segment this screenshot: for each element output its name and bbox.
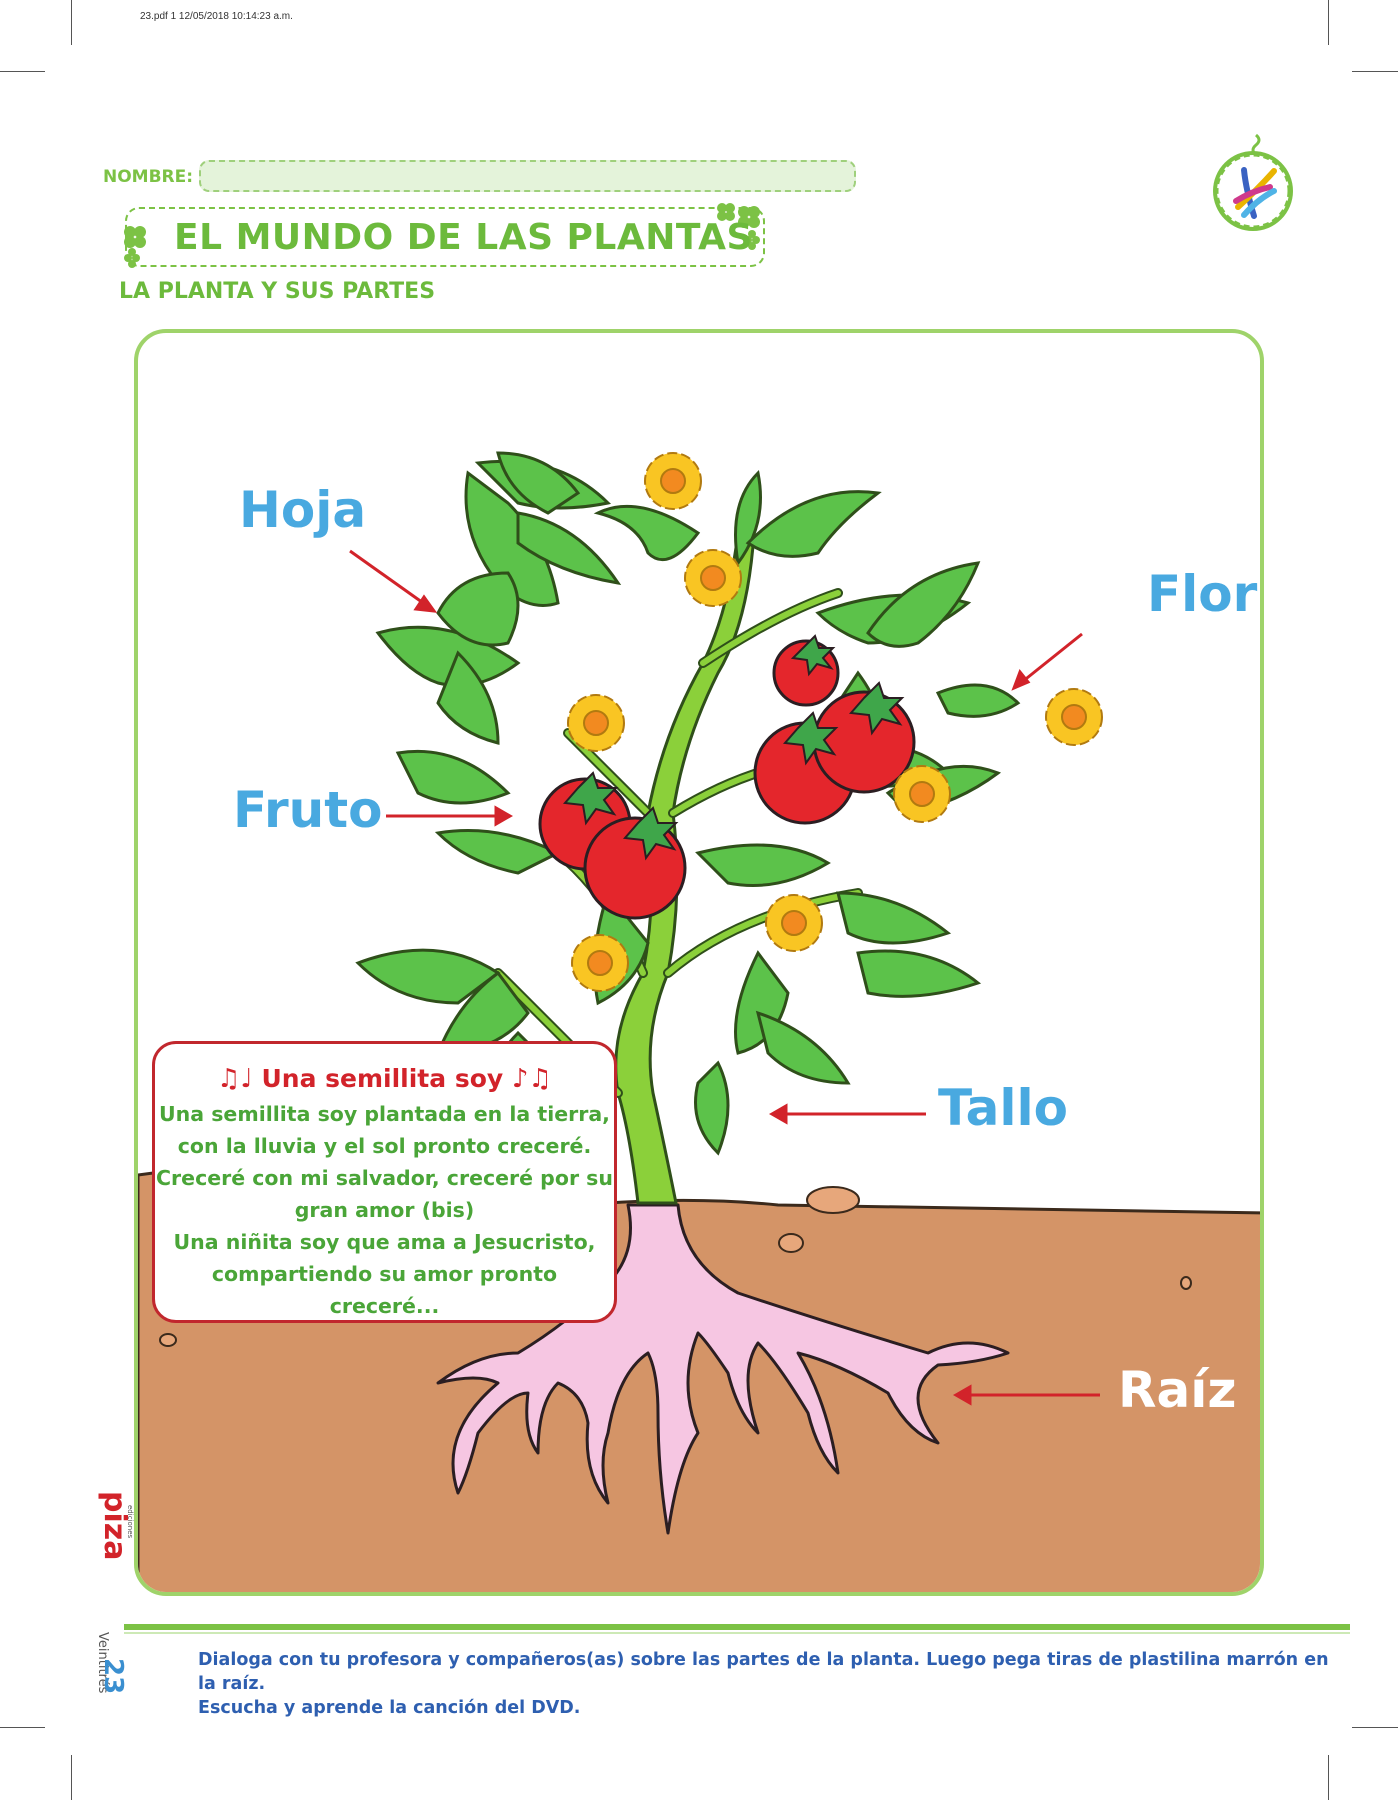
song-line: gran amor (bis) <box>294 1198 475 1222</box>
page-title: EL MUNDO DE LAS PLANTAS <box>174 217 753 258</box>
clover-icon <box>124 226 146 268</box>
svg-text:ediciones: ediciones <box>126 1505 134 1539</box>
instruction-line: Dialoga con tu profesora y compañeros(as… <box>198 1650 1329 1694</box>
series-logo-icon <box>1213 133 1293 231</box>
crop-mark <box>1352 71 1398 72</box>
label-hoja: Hoja <box>239 481 367 539</box>
pebble <box>806 1186 860 1214</box>
tomato-calyx <box>562 634 905 861</box>
song-title-text: Una semillita soy <box>261 1064 504 1093</box>
song-line: Creceré con mi salvador, creceré por su <box>156 1166 613 1190</box>
instructions: Dialoga con tu profesora y compañeros(as… <box>198 1648 1348 1720</box>
music-note-icon: ♪♫ <box>511 1064 552 1094</box>
crop-mark <box>1328 0 1329 45</box>
label-fruto: Fruto <box>233 781 383 839</box>
footer-bar <box>124 1624 1350 1630</box>
flowers <box>567 452 1103 992</box>
song-title: ♫♩ Una semillita soy ♪♫ <box>155 1064 614 1094</box>
crop-mark <box>71 1755 72 1800</box>
pebble <box>159 1333 177 1347</box>
clover-icon <box>717 203 760 250</box>
crop-mark <box>1328 1755 1329 1800</box>
label-raiz: Raíz <box>1118 1361 1237 1419</box>
instruction-line: Escucha y aprende la canción del DVD. <box>198 1698 581 1718</box>
name-label: NOMBRE: <box>103 167 194 187</box>
song-box: ♫♩ Una semillita soy ♪♫ Una semillita so… <box>152 1041 617 1323</box>
piza-brand-logo: piza ediciones <box>97 1491 134 1560</box>
crop-mark <box>1352 1727 1398 1728</box>
crop-mark <box>0 71 45 72</box>
pebble <box>1180 1276 1192 1290</box>
song-line: Una semillita soy plantada en la tierra, <box>159 1102 610 1126</box>
song-line: con la lluvia y el sol pronto creceré. <box>177 1134 592 1158</box>
name-field[interactable] <box>199 160 856 192</box>
svg-text:piza: piza <box>97 1491 132 1560</box>
label-tallo: Tallo <box>938 1079 1069 1137</box>
label-flor: Flor <box>1147 565 1258 623</box>
music-note-icon: ♫♩ <box>217 1064 253 1094</box>
song-line: Una niñita soy que ama a Jesucristo, <box>173 1230 596 1254</box>
title-frame <box>125 207 765 267</box>
pointer-arrows <box>349 549 1100 1406</box>
crop-mark <box>0 1727 45 1728</box>
plant-illustration <box>138 451 1260 1592</box>
crop-mark <box>71 0 72 45</box>
roots <box>436 1203 1010 1535</box>
pebble <box>778 1233 804 1253</box>
page-number: 23 <box>98 1658 128 1695</box>
song-line: compartiendo su amor pronto creceré... <box>211 1262 558 1318</box>
illustration-frame: Hoja Flor Fruto Tallo Raíz <box>134 329 1264 1596</box>
footer-bar-shadow <box>124 1632 1350 1634</box>
page-subtitle: LA PLANTA Y SUS PARTES <box>119 279 436 304</box>
file-meta: 23.pdf 1 12/05/2018 10:14:23 a.m. <box>140 11 293 22</box>
